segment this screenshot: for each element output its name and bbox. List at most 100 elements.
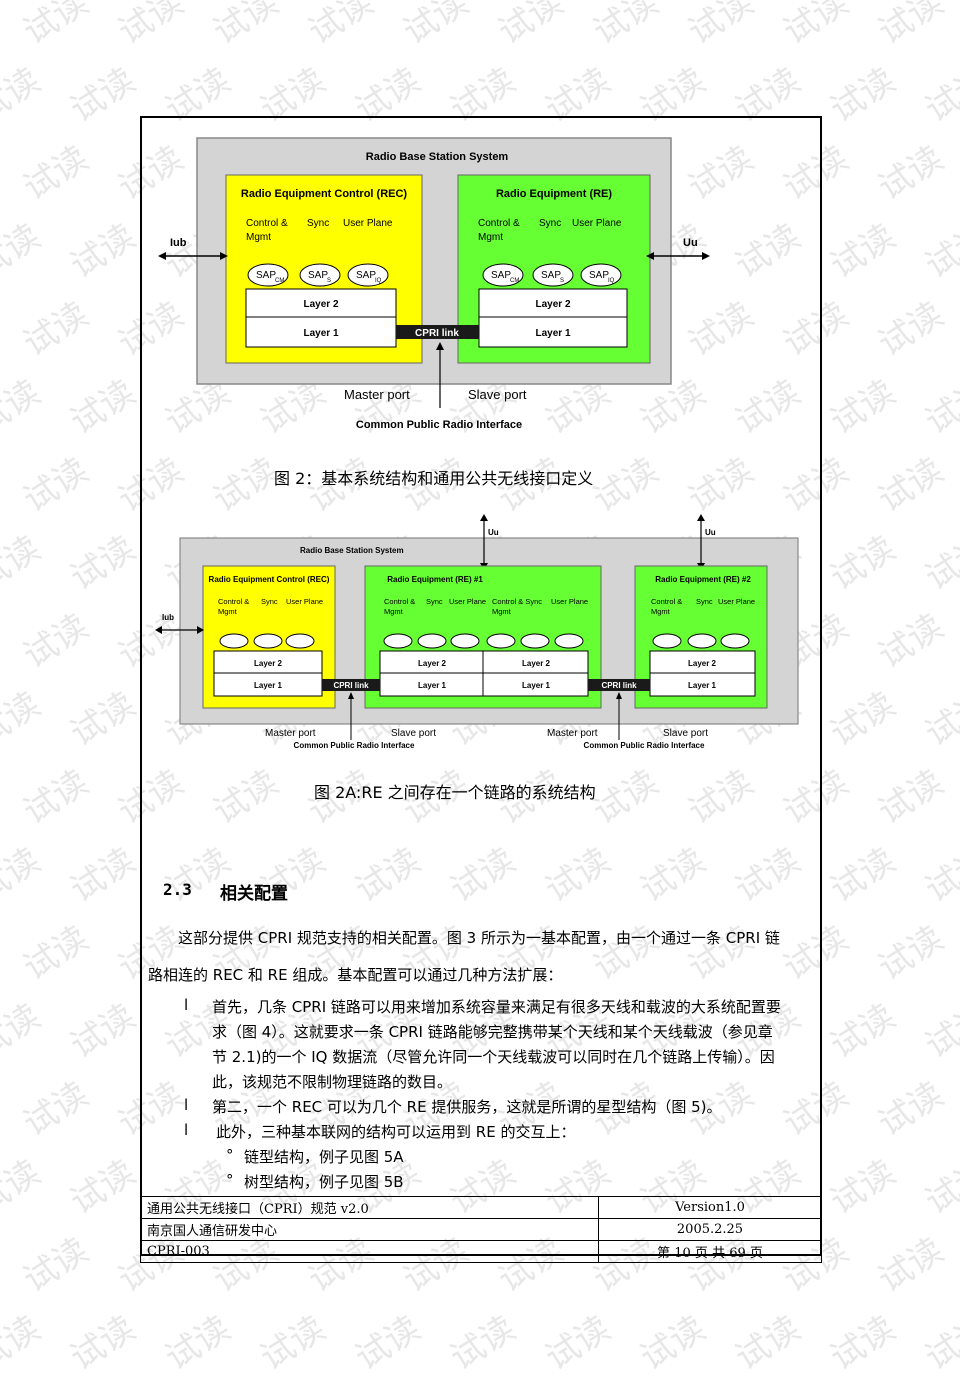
re-title: Radio Equipment (RE) — [496, 188, 612, 200]
slave-port-label: Slave port — [468, 387, 527, 402]
watermark-text: 试读 — [348, 1308, 428, 1379]
watermark-text: 试读 — [871, 0, 951, 53]
cpri-interface-label: Common Public Radio Interface — [356, 419, 522, 431]
rec-sap-cm — [247, 263, 289, 287]
slave-port-2b: Slave port — [663, 728, 708, 739]
sub-bullet-marker-1: ° — [226, 1146, 234, 1164]
re2-userplane: User Plane — [718, 597, 755, 606]
re-layer1-label: Layer 1 — [535, 328, 570, 339]
re-sap-s-sub: S — [560, 278, 564, 284]
rec2-layer2-label: Layer 2 — [254, 659, 283, 668]
iub-arrow-head-right — [220, 252, 228, 260]
bullet-1-line-2: 求（图 4）。这就要求一条 CPRI 链路能够完整携带某个天线和某个天线载波（参… — [212, 1023, 773, 1041]
re1-sap-2 — [417, 633, 447, 649]
re-userplane-label: User Plane — [572, 218, 622, 229]
rec-sap-iq-sub: IQ — [375, 278, 382, 284]
watermark-text: 试读 — [823, 1152, 903, 1223]
sub-bullet-1-text: 链型结构，例子见图 5A — [244, 1148, 404, 1166]
watermark-text: 试读 — [871, 450, 951, 521]
uu-label: Uu — [683, 237, 698, 249]
footer-organization: 南京国人通信研发中心 — [140, 1218, 599, 1241]
watermark-text: 试读 — [0, 372, 48, 443]
figure-2-caption: 图 2A:RE 之间存在一个链路的系统结构 — [314, 783, 596, 802]
figure-1-caption: 图 2：基本系统结构和通用公共无线接口定义 — [274, 469, 594, 488]
rec-mgmt-label: Mgmt — [246, 232, 271, 243]
watermark-text: 试读 — [538, 1308, 618, 1379]
footer-row: 南京国人通信研发中心 2005.2.25 — [140, 1218, 822, 1241]
rec2-sync: Sync — [261, 597, 278, 606]
cpri-link-bar — [396, 325, 479, 339]
rec2-userplane: User Plane — [286, 597, 323, 606]
footer-row: CPRI-003 第 10 页 共 69 页 — [140, 1240, 822, 1263]
watermark-text: 试读 — [396, 0, 476, 53]
watermark-text: 试读 — [918, 60, 960, 131]
re-sap-cm-sub: CM — [510, 278, 519, 284]
footer-spec-title: 通用公共无线接口（CPRI）规范 v2.0 — [140, 1196, 599, 1219]
re-sap-s-label: SAP — [541, 270, 561, 281]
watermark-text: 试读 — [16, 606, 96, 677]
re1-control-sync: Control & Sync — [492, 597, 542, 606]
watermark-text: 试读 — [63, 1308, 143, 1379]
master-port-2b: Master port — [547, 728, 598, 739]
watermark-text: 试读 — [0, 684, 48, 755]
watermark-text: 试读 — [158, 1308, 238, 1379]
figure-2-diagram: Radio Base Station System Uu Uu Radio Eq… — [155, 514, 799, 750]
watermark-text: 试读 — [823, 216, 903, 287]
system-title: Radio Base Station System — [366, 151, 509, 163]
rec-title-2: Radio Equipment Control (REC) — [209, 575, 330, 584]
rec2-sap-cm — [219, 633, 249, 649]
watermark-text: 试读 — [823, 840, 903, 911]
uu2-label: Uu — [705, 528, 716, 537]
watermark-text: 试读 — [871, 294, 951, 365]
watermark-text: 试读 — [918, 1152, 960, 1223]
rec-sap-s-sub: S — [327, 278, 331, 284]
cpri-link-1 — [322, 679, 380, 691]
bullet-marker-2: l — [184, 1096, 189, 1114]
watermark-text: 试读 — [871, 138, 951, 209]
bullet-1-line-4: 此，该规范不限制物理链路的数目。 — [212, 1073, 453, 1091]
rec-sync-label: Sync — [307, 218, 329, 229]
watermark-text: 试读 — [63, 1152, 143, 1223]
watermark-text: 试读 — [823, 1308, 903, 1379]
watermark-text: 试读 — [0, 1152, 48, 1223]
re2-mgmt: Mgmt — [651, 607, 671, 616]
re1-title: Radio Equipment (RE) #1 — [387, 575, 483, 584]
watermark-text: 试读 — [633, 1308, 713, 1379]
uu-arrow-head-right — [702, 252, 710, 260]
watermark-text: 试读 — [63, 840, 143, 911]
re2-sync: Sync — [696, 597, 713, 606]
master-port-2a: Master port — [265, 728, 316, 739]
sub-bullet-2-text: 树型结构，例子见图 5B — [244, 1173, 404, 1191]
watermark-text: 试读 — [16, 918, 96, 989]
watermark-text: 试读 — [0, 1308, 48, 1379]
cpri-link-2 — [588, 679, 650, 691]
re-sap-iq-sub: IQ — [608, 278, 615, 284]
iub2-head-left — [155, 626, 162, 634]
watermark-text: 试读 — [823, 372, 903, 443]
cpri-interface-2b: Common Public Radio Interface — [584, 741, 705, 750]
cpri-link-label: CPRI link — [415, 328, 459, 339]
re1-sap-3 — [450, 633, 480, 649]
watermark-text: 试读 — [586, 0, 666, 53]
watermark-text: 试读 — [823, 684, 903, 755]
iub-label-2: Iub — [162, 613, 174, 622]
master-port-label: Master port — [344, 387, 410, 402]
watermark-text: 试读 — [443, 1308, 523, 1379]
re1-control: Control & — [384, 597, 415, 606]
rec-title: Radio Equipment Control (REC) — [241, 188, 408, 200]
rec-control-label: Control & — [246, 218, 288, 229]
re1-sap-1 — [383, 633, 413, 649]
bullet-1-line-3: 节 2.1)的一个 IQ 数据流（尽管允许同一个天线载波可以同时在几个链路上传输… — [212, 1048, 775, 1066]
rec-layer1-label: Layer 1 — [303, 328, 338, 339]
watermark-text: 试读 — [206, 0, 286, 53]
footer-row: 通用公共无线接口（CPRI）规范 v2.0 Version1.0 — [140, 1196, 822, 1219]
re1-layer1-a-label: Layer 1 — [418, 681, 447, 690]
rec-layer2-label: Layer 2 — [303, 299, 338, 310]
re-sap-iq-label: SAP — [589, 270, 609, 281]
re2-sap-iq — [720, 633, 750, 649]
watermark-text: 试读 — [918, 996, 960, 1067]
rec-sap-iq-label: SAP — [356, 270, 376, 281]
re1-layer2-b-label: Layer 2 — [522, 659, 551, 668]
footer-version: Version1.0 — [598, 1196, 822, 1219]
footer-date: 2005.2.25 — [598, 1218, 822, 1241]
